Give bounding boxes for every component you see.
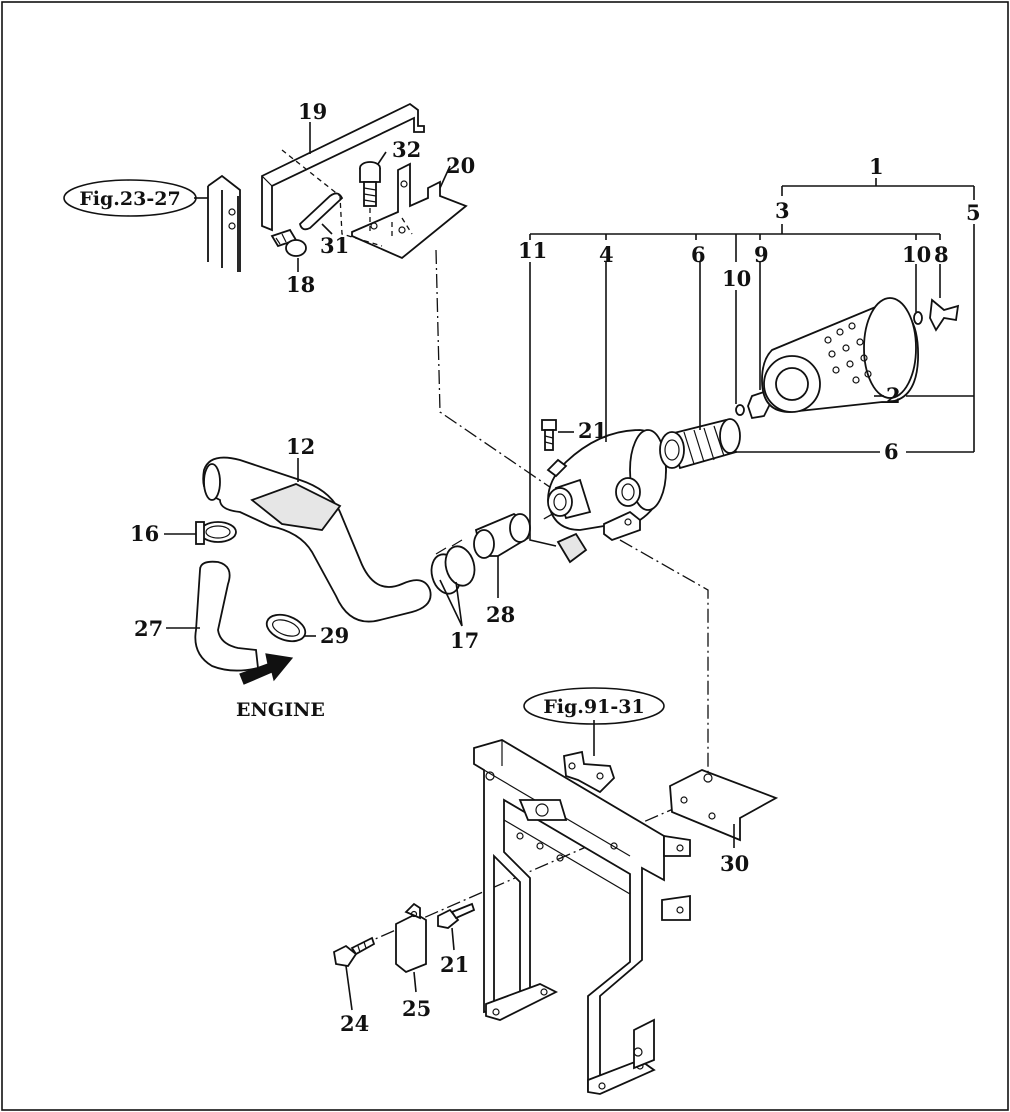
arrow-right-icon: [239, 653, 294, 685]
bolt-18: [270, 228, 307, 257]
wing-nut-8: [929, 298, 960, 332]
outer-element: [761, 297, 919, 413]
bolt-24: [333, 936, 376, 967]
label-32: 32: [392, 137, 421, 162]
label-5: 5: [966, 200, 981, 225]
hose-27: [194, 560, 259, 672]
clamps-17: [430, 539, 476, 595]
label-6-top: 6: [691, 242, 706, 267]
label-30: 30: [720, 851, 749, 876]
washer-10-upper: [913, 311, 923, 325]
label-6-lower: 6: [884, 439, 899, 464]
bracket-assembly: [207, 102, 468, 272]
bolt-32: [359, 161, 381, 207]
label-10-lower: 10: [722, 266, 751, 291]
label-19: 19: [298, 99, 327, 124]
intake-hose: [202, 456, 432, 623]
label-4: 4: [599, 242, 614, 267]
engine-label: ENGINE: [236, 699, 325, 721]
label-20: 20: [446, 153, 475, 178]
label-16: 16: [130, 521, 159, 546]
label-11: 11: [518, 238, 547, 263]
bolt-21-lower: [437, 902, 476, 929]
label-9: 9: [754, 242, 769, 267]
label-12: 12: [286, 434, 315, 459]
bolt-21-upper: [541, 419, 557, 451]
washer-10-lower: [735, 404, 745, 416]
evacuator-valve: [556, 532, 588, 564]
label-25: 25: [402, 996, 431, 1021]
label-8: 8: [934, 242, 949, 267]
fig-ref-23-27: Fig.23-27: [79, 188, 180, 210]
label-1: 1: [869, 154, 884, 179]
bracket-30: [669, 769, 779, 842]
label-29: 29: [320, 623, 349, 648]
label-28: 28: [486, 602, 515, 627]
fig-ref-91-31: Fig.91-31: [543, 696, 644, 718]
ref-oval-fig91: [523, 687, 665, 725]
clamp-16: [195, 521, 237, 545]
label-21-lower: 21: [440, 952, 469, 977]
block-25: [395, 902, 427, 974]
support-frame: [473, 739, 691, 1095]
label-24: 24: [340, 1011, 369, 1036]
label-10-upper: 10: [902, 242, 931, 267]
label-31: 31: [320, 233, 349, 258]
label-18: 18: [286, 272, 315, 297]
hose-28: [473, 512, 531, 559]
label-2: 2: [886, 383, 901, 408]
centerline-upper: [435, 249, 561, 495]
label-21-upper: 21: [578, 418, 607, 443]
centerline-right: [619, 539, 709, 776]
ref-oval-fig23: [63, 179, 197, 217]
leader-lines: [164, 122, 975, 1011]
air-cleaner-body: [546, 429, 667, 542]
clamp-29: [265, 613, 307, 643]
label-3: 3: [775, 198, 790, 223]
label-17: 17: [450, 628, 479, 653]
label-27: 27: [134, 616, 163, 641]
